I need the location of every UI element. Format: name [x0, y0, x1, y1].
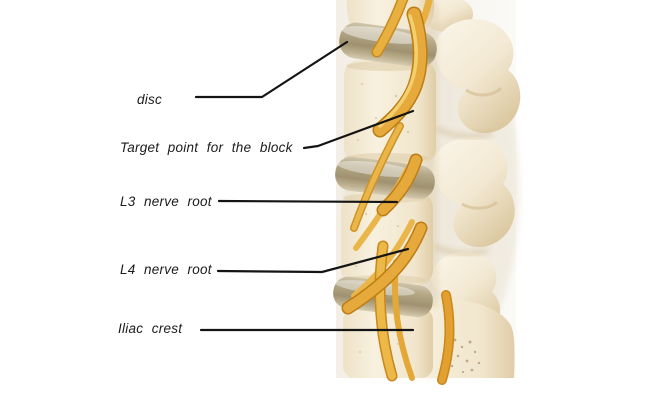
- leader-line-disc: [194, 40, 349, 99]
- leader-line-l4-nerve-root: [216, 247, 410, 274]
- leader-line-l3-nerve-root: [217, 199, 399, 204]
- leader-line-target-point: [302, 109, 415, 150]
- label-target-point-for-the-block: Target point for the block: [120, 140, 293, 155]
- label-iliac-crest: Iliac crest: [118, 321, 183, 336]
- label-l4-nerve-root: L4 nerve root: [120, 262, 212, 277]
- label-l3-nerve-root: L3 nerve root: [120, 194, 212, 209]
- leader-lines: [194, 40, 415, 332]
- label-disc: disc: [137, 92, 163, 107]
